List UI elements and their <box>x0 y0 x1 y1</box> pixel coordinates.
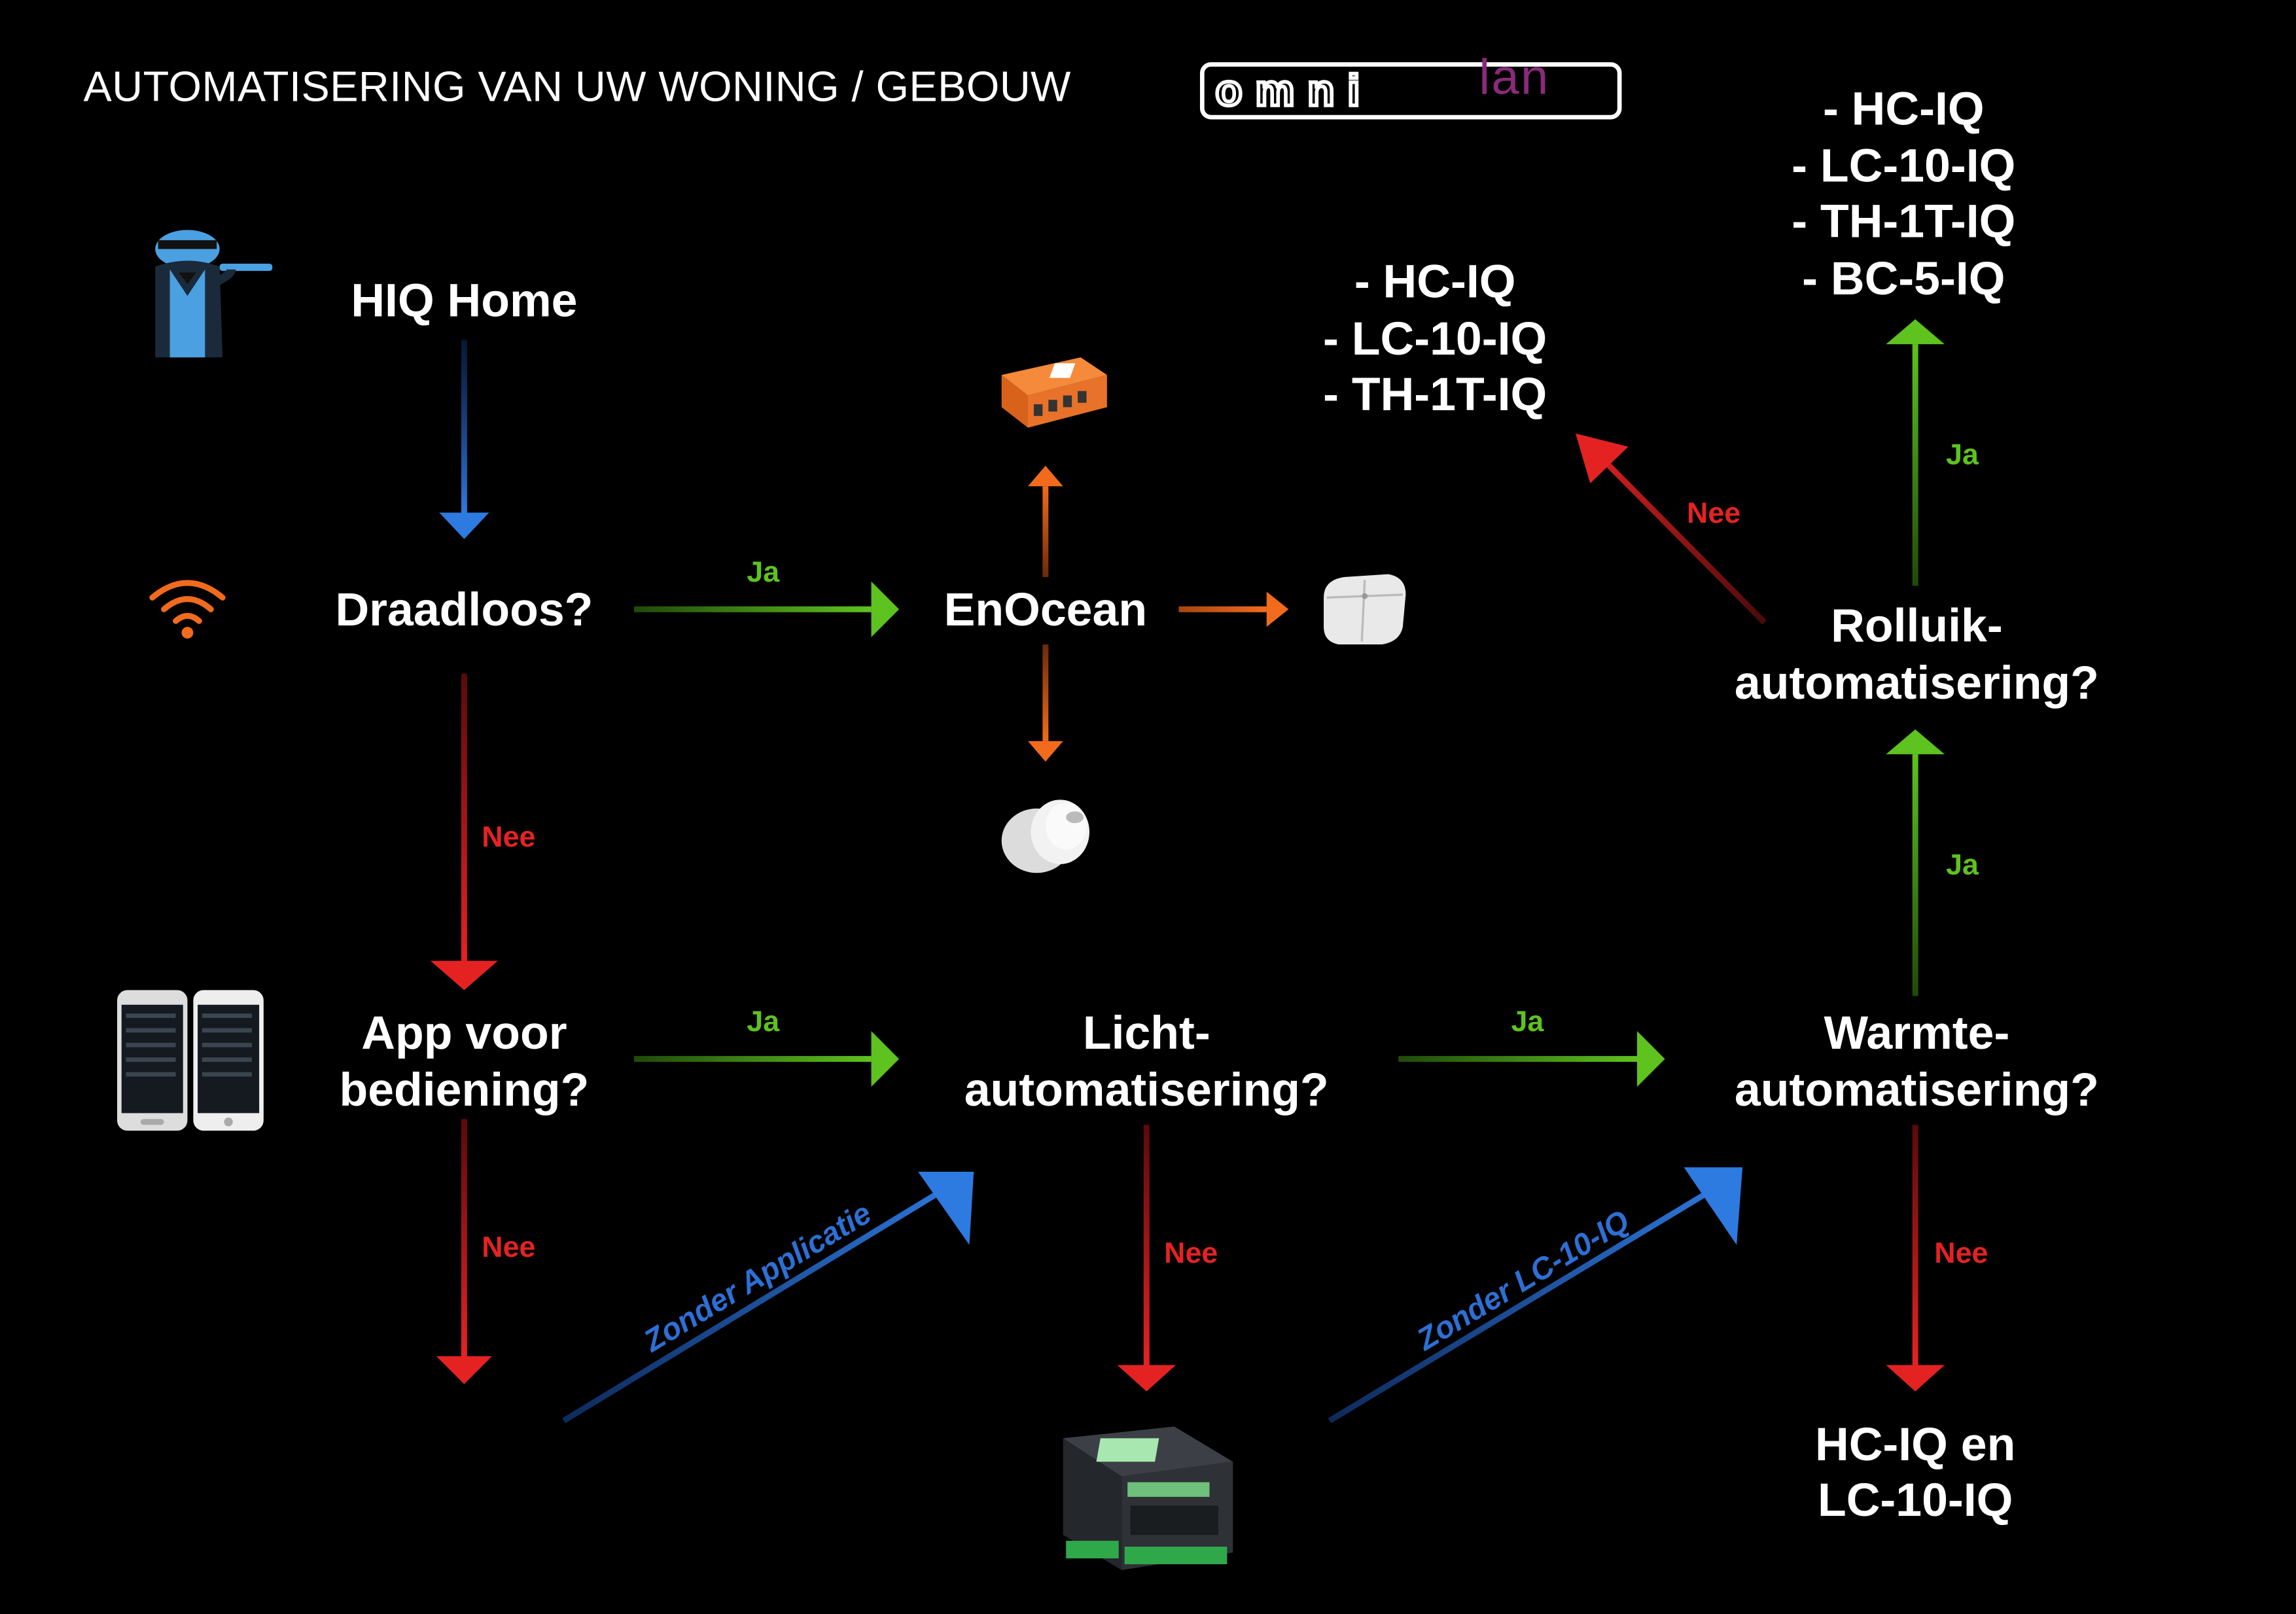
edge-label-ja: Ja <box>1946 439 1979 472</box>
node-draadloos: Draadloos? <box>335 583 593 636</box>
node-licht-line1: Licht- <box>1082 1006 1210 1059</box>
arrow-enocean-up <box>1028 465 1063 578</box>
omnilan-logo: omni lan <box>1198 49 1625 123</box>
node-licht-automatisering: Licht- automatisering? <box>927 1005 1366 1119</box>
list-item: - HC-IQ <box>1354 254 1516 308</box>
edge-label-ja: Ja <box>747 1006 780 1039</box>
arrow-rolluik-up <box>1886 319 1945 586</box>
arrow-hiq-to-draadloos <box>439 340 489 539</box>
wifi-icon <box>147 574 228 644</box>
node-hc-iq-en-lc-10-iq: HC-IQ en LC-10-IQ <box>1740 1416 2091 1528</box>
edge-label-nee: Nee <box>482 1231 536 1264</box>
list-item: - LC-10-IQ <box>1323 311 1547 364</box>
node-hclc-line1: HC-IQ en <box>1814 1418 2016 1471</box>
radiator-valve-icon <box>996 791 1099 876</box>
arrow-draadloos-to-app <box>430 673 498 991</box>
edge-label-nee: Nee <box>1687 498 1741 531</box>
node-warmte-automatisering: Warmte- automatisering? <box>1697 1005 2136 1119</box>
product-list-right: - HC-IQ - LC-10-IQ - TH-1T-IQ - BC-5-IQ <box>1728 80 2079 307</box>
arrow-licht-down <box>1117 1125 1176 1392</box>
arrow-app-to-licht <box>634 1031 900 1087</box>
din-rail-controller-icon <box>1034 1418 1242 1582</box>
arrow-zonder-applicatie <box>562 1171 974 1424</box>
product-list-middle: - HC-IQ - LC-10-IQ - TH-1T-IQ <box>1260 253 1611 423</box>
node-hclc-line2: LC-10-IQ <box>1817 1473 2013 1526</box>
edge-label-nee: Nee <box>1934 1237 1988 1270</box>
arrow-app-down <box>436 1119 492 1384</box>
node-app-voor-bediening: App voor bediening? <box>289 1005 640 1119</box>
list-item: - LC-10-IQ <box>1792 139 2016 192</box>
arrow-zonder-lc <box>1328 1167 1743 1424</box>
wall-switch-icon <box>1315 569 1412 650</box>
node-app-line2: bediening? <box>339 1063 590 1116</box>
node-warmte-line2: automatisering? <box>1734 1063 2099 1116</box>
edge-label-nee: Nee <box>482 821 536 854</box>
enocean-module-icon <box>993 349 1113 434</box>
node-licht-line2: automatisering? <box>964 1063 1329 1116</box>
list-item: - BC-5-IQ <box>1802 252 2005 305</box>
node-hiq-home: HIQ Home <box>351 273 578 327</box>
arrow-licht-to-warmte <box>1398 1031 1665 1087</box>
edge-label-ja: Ja <box>1511 1006 1544 1039</box>
arrow-enocean-down <box>1028 644 1063 762</box>
edge-label-nee: Nee <box>1164 1237 1218 1270</box>
smartphone-app-icon <box>115 987 267 1134</box>
svg-text:omni: omni <box>1215 66 1373 115</box>
node-rolluik-line2: automatisering? <box>1734 656 2099 709</box>
edge-label-ja: Ja <box>1946 849 1979 882</box>
arrow-warmte-down <box>1886 1125 1945 1392</box>
list-item: - HC-IQ <box>1822 82 1985 135</box>
node-warmte-line1: Warmte- <box>1824 1006 2010 1059</box>
svg-text:lan: lan <box>1479 50 1549 105</box>
page-title: AUTOMATISERING VAN UW WONING / GEBOUW <box>83 64 1071 112</box>
node-app-line1: App voor <box>361 1006 567 1059</box>
arrow-rolluik-nee <box>1575 433 1767 625</box>
edge-label-ja: Ja <box>747 556 780 589</box>
list-item: - TH-1T-IQ <box>1323 368 1547 421</box>
butler-icon <box>129 211 281 369</box>
list-item: - TH-1T-IQ <box>1792 195 2016 249</box>
arrow-warmte-to-rolluik <box>1886 729 1945 996</box>
arrow-draadloos-to-enocean <box>634 581 900 637</box>
node-enocean: EnOcean <box>944 583 1148 636</box>
node-rolluik-automatisering: Rolluik- automatisering? <box>1697 597 2136 712</box>
node-rolluik-line1: Rolluik- <box>1831 599 2003 652</box>
arrow-enocean-right <box>1178 591 1289 627</box>
